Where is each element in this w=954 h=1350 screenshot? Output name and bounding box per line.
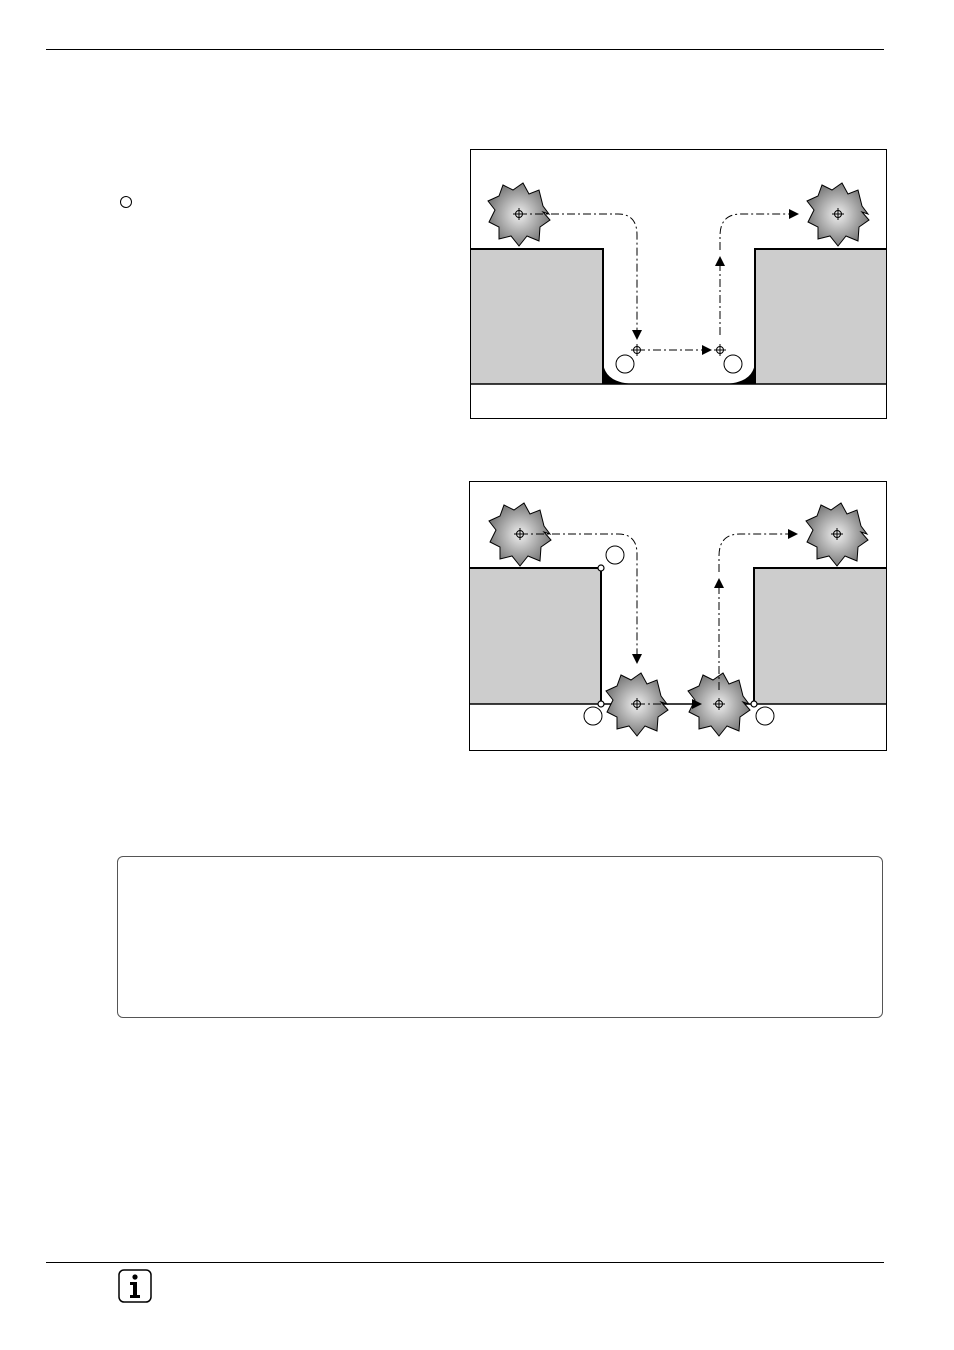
footer-rule (46, 1262, 884, 1263)
workpiece-right (754, 568, 886, 704)
callout-circle (615, 354, 635, 374)
workpiece-right (755, 249, 886, 384)
fillet-left (603, 360, 637, 384)
crosshair-icon (513, 208, 844, 356)
figure-rounded-corners (470, 149, 887, 419)
path-down-left (520, 533, 642, 664)
figure-rounded-corners-drawing (471, 182, 886, 385)
note-box (117, 856, 883, 1018)
info-icon (117, 1268, 153, 1304)
workpiece-left (471, 249, 603, 384)
figure-sharp-corners (469, 481, 887, 751)
callout-circle (755, 706, 775, 726)
path-down-left (519, 213, 642, 340)
path-exit (719, 209, 799, 250)
callout-circle (605, 545, 625, 565)
crosshair-icon (514, 528, 843, 710)
figure-sharp-corners-drawing (470, 502, 886, 737)
workpiece-left (470, 568, 601, 704)
callout-circle (120, 196, 132, 208)
callout-circle (723, 354, 743, 374)
corner-points (597, 564, 758, 708)
header-rule (46, 49, 884, 50)
fillet-right (721, 360, 755, 384)
path-exit (718, 529, 798, 572)
callout-circle (583, 706, 603, 726)
